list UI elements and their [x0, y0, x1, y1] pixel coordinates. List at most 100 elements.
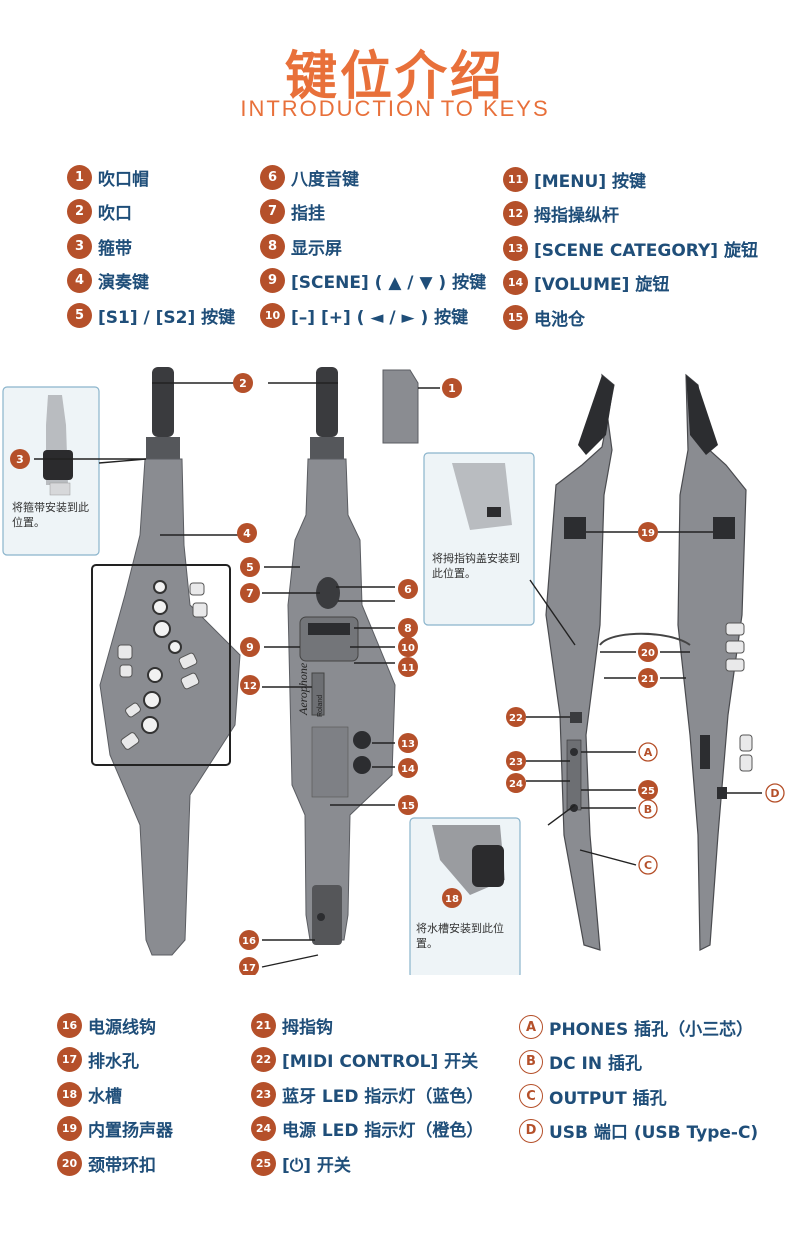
legend-badge: 20 [57, 1150, 82, 1176]
diagram-badge-circle [506, 751, 526, 771]
diagram-badge-circle [638, 668, 658, 688]
legend-label: [MIDI CONTROL] 开关 [282, 1052, 479, 1073]
legend-label: 内置扬声器 [88, 1121, 173, 1142]
diagram-badge-label: 21 [641, 674, 655, 685]
legend-item: 22[MIDI CONTROL] 开关 [251, 1043, 483, 1078]
diagram-badge-circle [239, 957, 259, 975]
diagram-badge-circle [398, 733, 418, 753]
legend-badge: 23 [251, 1081, 276, 1107]
legend-label: [S1] / [S2] 按键 [98, 307, 236, 328]
legend-item: 10[–] [+] ( ◄ / ► ) 按键 [260, 298, 486, 333]
band-strap [43, 450, 73, 480]
diagram-badge-circle [398, 579, 418, 599]
side-left-speaker [564, 517, 586, 539]
legend-label: [–] [+] ( ◄ / ► ) 按键 [291, 307, 469, 328]
diagram-badge-label: B [644, 803, 652, 816]
legend-badge: 15 [503, 304, 528, 330]
back-lower-tube [312, 885, 342, 945]
legend-badge: 25 [251, 1150, 276, 1176]
tank-illustration [472, 845, 504, 887]
legend-item: 9[SCENE] ( ▲ / ▼ ) 按键 [260, 264, 486, 299]
leader-lines [34, 382, 762, 968]
front-mouthpiece [152, 367, 174, 437]
diagram-badge-circle [239, 930, 259, 950]
legend-label: [MENU] 按键 [534, 171, 647, 192]
thumb-lever [311, 672, 325, 716]
diagram-badge-circle [233, 373, 253, 393]
neck-strap-loop [599, 632, 691, 646]
diagram-badge-circle [240, 557, 260, 577]
front-side-keys [117, 582, 208, 750]
front-view [91, 367, 241, 956]
diagram-badge-label: 20 [641, 648, 655, 659]
page-title: 键位介绍 [284, 47, 505, 107]
legend-label: 吹口 [98, 204, 132, 225]
legend-label: 八度音键 [291, 169, 359, 190]
legend-item: 8 显示屏 [260, 229, 486, 264]
front-key-holes [141, 580, 182, 734]
legend-badge: 11 [503, 166, 528, 192]
diagram-badge-label: 22 [509, 713, 523, 724]
side-right-mouthpiece [686, 375, 718, 455]
legend-label: 颈带环扣 [88, 1155, 156, 1176]
diagram-badge-label: 11 [401, 663, 415, 674]
diagram-badge-label: 24 [509, 779, 523, 790]
legend-label: 电池仓 [534, 309, 585, 330]
diagram-badge-label: 10 [401, 643, 415, 654]
diagram-badge-label: 6 [404, 583, 412, 596]
callout-text-thumb: 将拇指钩盖安装到此位置。 [432, 552, 520, 580]
legend-badge: 24 [251, 1116, 276, 1142]
diagram-badge-circle [506, 707, 526, 727]
legend-item: 11 [MENU] 按键 [503, 162, 758, 197]
diagram-badge-label: 25 [641, 786, 655, 797]
legend-item: 5[S1] / [S2] 按键 [67, 298, 235, 333]
diagram-badge-label: 17 [242, 963, 256, 974]
diagram-badge-label: 2 [239, 377, 247, 390]
volume-knob [353, 756, 371, 774]
legend-label: 电源线钩 [88, 1017, 156, 1038]
legend-label: 拇指钩 [282, 1017, 333, 1038]
legend-label: 水槽 [88, 1086, 122, 1107]
diagram-badge-label: D [770, 787, 779, 800]
legend-label: DC IN 插孔 [549, 1054, 642, 1075]
back-brand-roland: Roland [317, 695, 324, 717]
diagram-badge-label: 5 [246, 561, 254, 574]
battery-compartment [311, 726, 349, 798]
diagram-badge-circle [506, 773, 526, 793]
diagram-badge-label: 16 [242, 936, 256, 947]
diagram-badge-label: 12 [243, 681, 257, 692]
legend-label: 显示屏 [291, 238, 342, 259]
scene-category-knob [353, 731, 371, 749]
legend-badge: 14 [503, 270, 528, 296]
diagram-badge-label: 19 [641, 528, 655, 539]
diagram-badge-label: 7 [246, 587, 254, 600]
legend-label: 指挂 [291, 204, 325, 225]
legend-item: 25 [⏻] 开关 [251, 1146, 483, 1181]
diagram-badge-circle [240, 675, 260, 695]
back-brand-text: Aerophone [296, 662, 310, 716]
diagram-badge-circle [398, 618, 418, 638]
back-mouthpiece [316, 367, 338, 437]
octave-key [316, 577, 340, 609]
legend-label: [⏻] 开关 [282, 1155, 351, 1176]
legend-label: [SCENE] ( ▲ / ▼ ) 按键 [291, 273, 487, 294]
diagram-badge-circle [240, 583, 260, 603]
mouthpiece-cap [382, 369, 419, 444]
legend-badge: 8 [260, 233, 285, 259]
side-right-speaker [713, 517, 735, 539]
